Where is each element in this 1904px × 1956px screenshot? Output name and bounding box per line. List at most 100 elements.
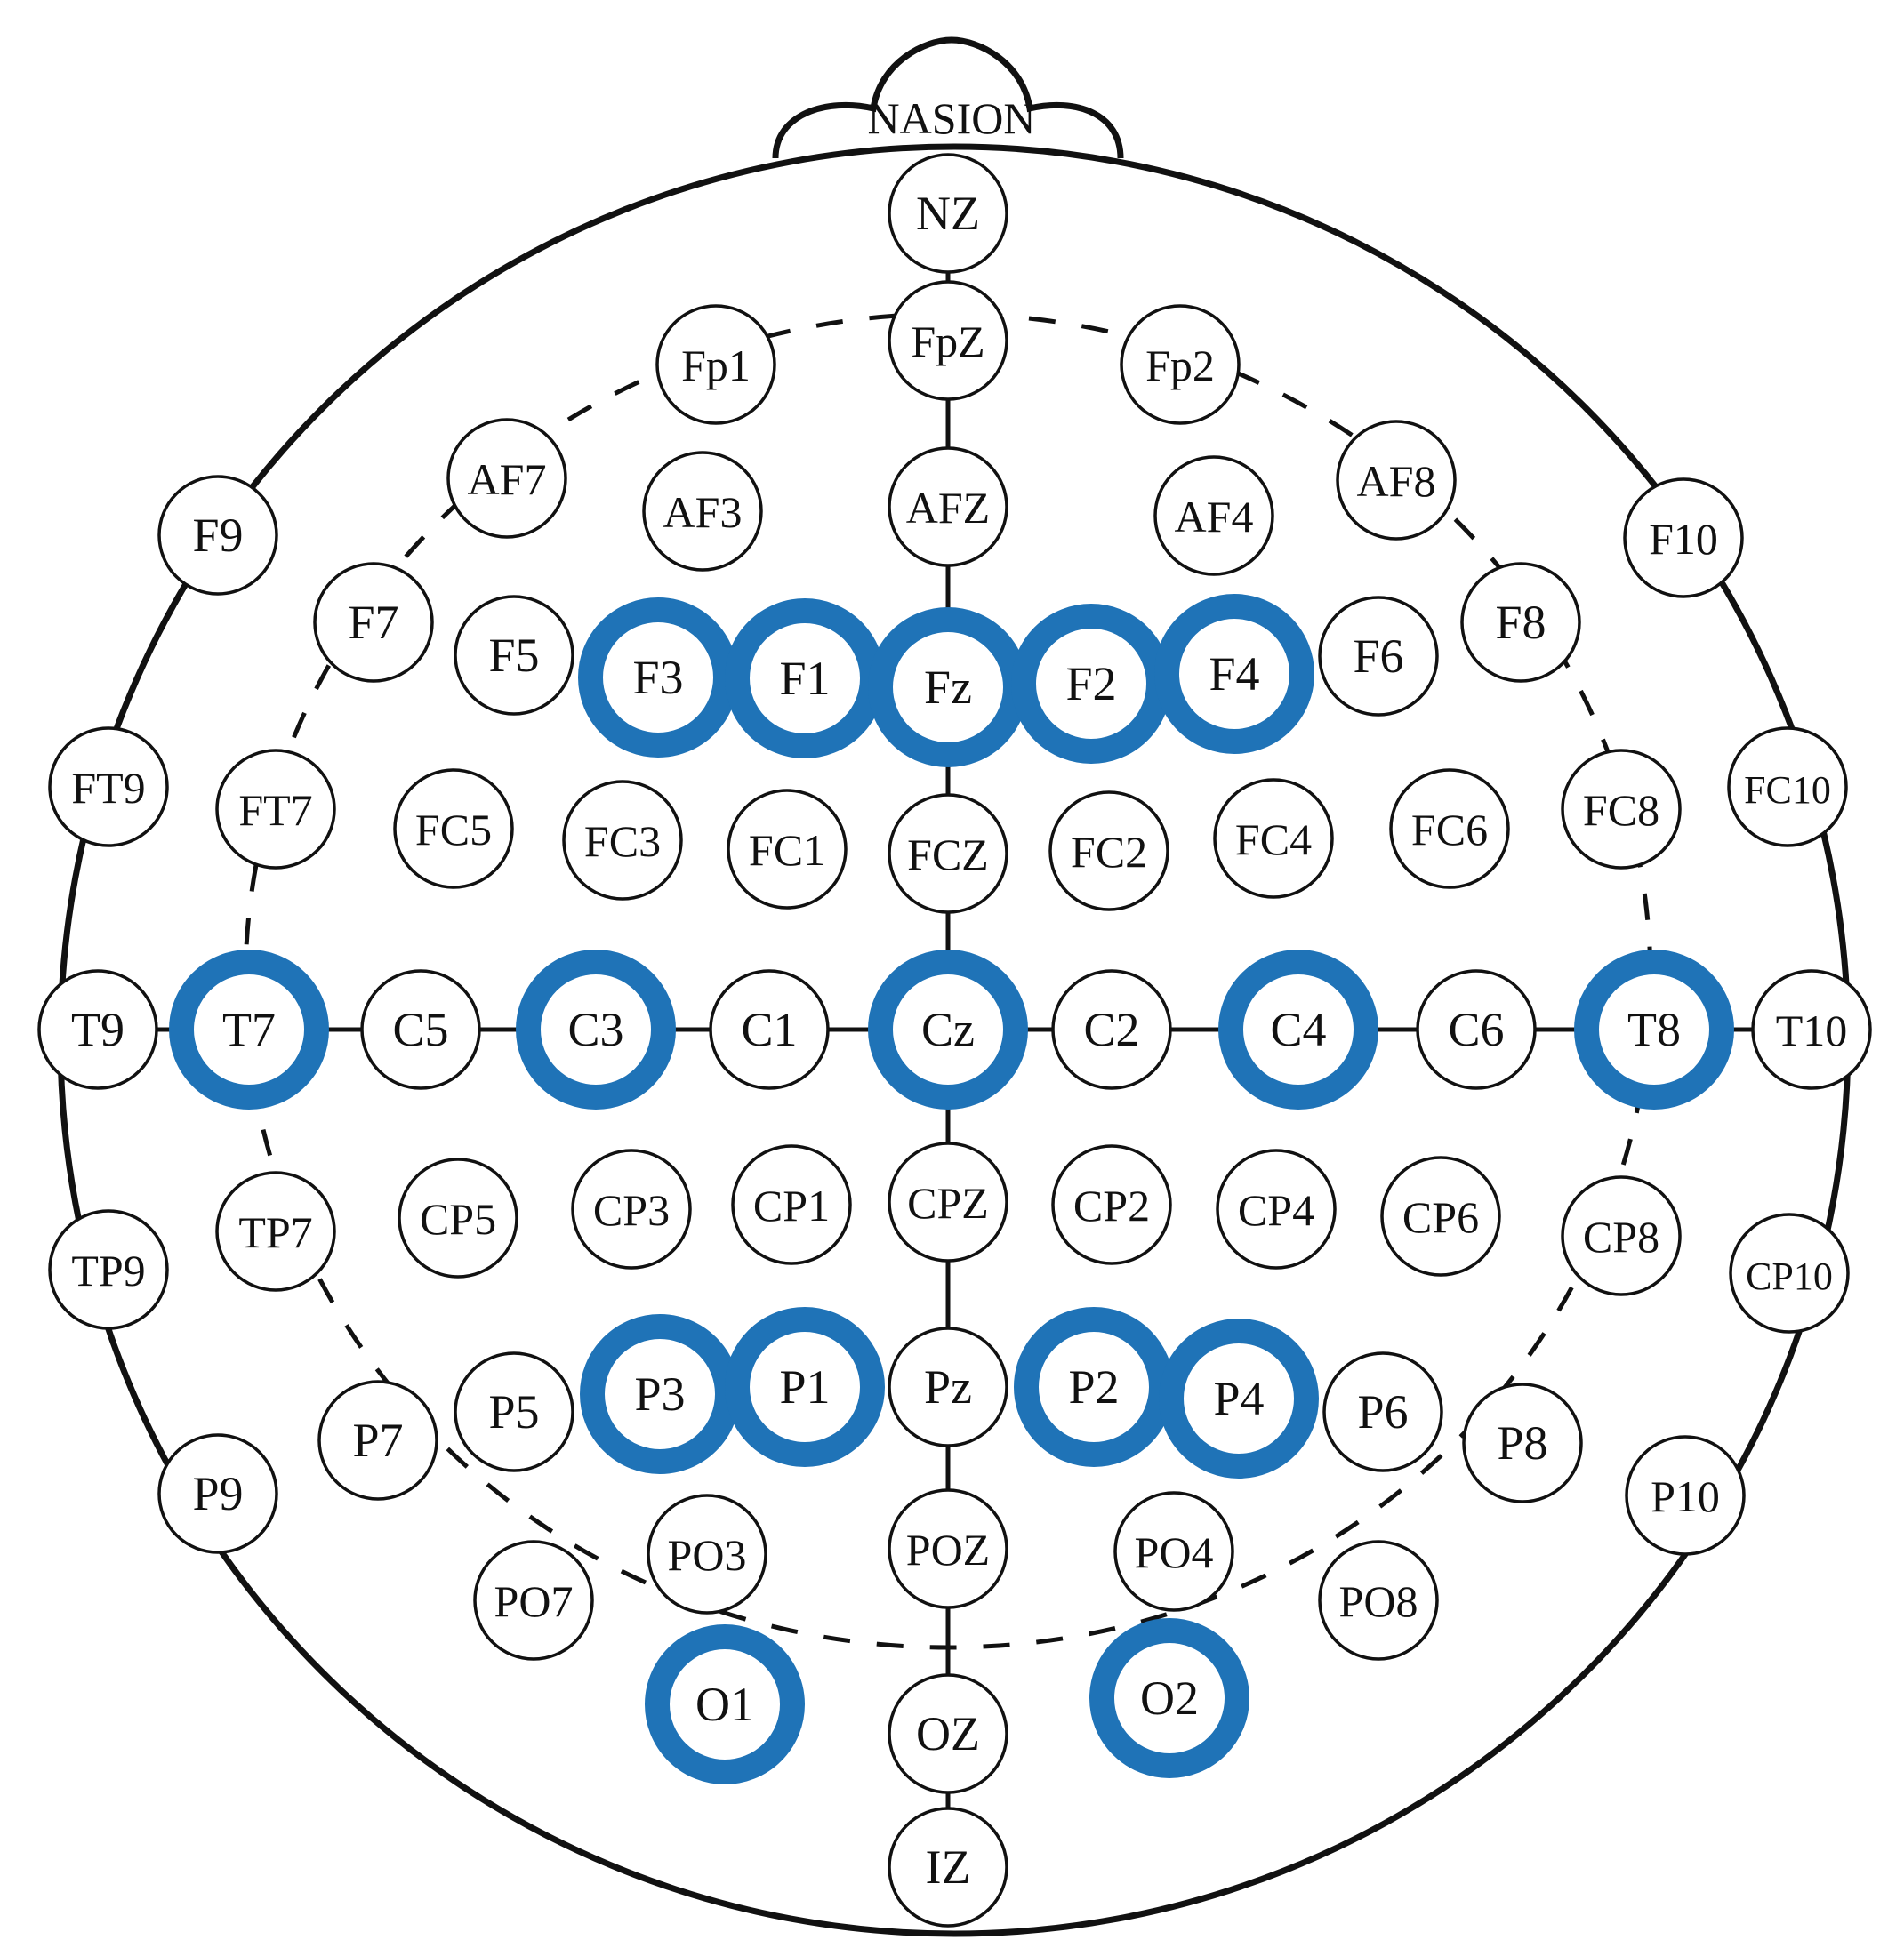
- electrode-c3: C3: [516, 950, 676, 1110]
- electrode-p9-label: P9: [192, 1467, 243, 1520]
- electrode-p9-circle: [157, 1433, 278, 1554]
- electrode-poz-label: POZ: [906, 1525, 990, 1575]
- electrode-fcz-circle: [888, 793, 1008, 914]
- electrode-f4: F4: [1154, 594, 1314, 754]
- electrode-p1-circle: [725, 1307, 885, 1467]
- electrode-t8-circle: [1574, 950, 1734, 1110]
- electrode-ft7-circle: [215, 749, 336, 870]
- electrode-cp6-circle: [1380, 1156, 1501, 1277]
- electrode-cp8-label: CP8: [1583, 1212, 1659, 1262]
- electrode-p8-label: P8: [1497, 1416, 1547, 1470]
- electrode-poz-circle: [888, 1488, 1008, 1609]
- electrode-tp9: TP9: [48, 1209, 169, 1330]
- electrode-fz-label: Fz: [924, 661, 972, 714]
- electrode-fc5: FC5: [393, 768, 514, 889]
- electrode-c2-label: C2: [1083, 1003, 1139, 1056]
- electrode-cp6: CP6: [1380, 1156, 1501, 1277]
- electrode-c3-label: C3: [567, 1003, 623, 1056]
- electrode-fc6: FC6: [1389, 768, 1510, 889]
- electrode-f5-label: F5: [488, 629, 539, 682]
- electrode-tp7: TP7: [215, 1171, 336, 1292]
- electrode-c6: C6: [1416, 969, 1537, 1090]
- electrode-ft7-label: FT7: [238, 785, 312, 835]
- electrode-f6-label: F6: [1353, 629, 1403, 683]
- electrode-f1-label: F1: [779, 652, 830, 705]
- electrode-t10-circle: [1751, 969, 1872, 1090]
- electrode-af7-label: AF7: [468, 454, 547, 504]
- electrode-p6-label: P6: [1357, 1385, 1408, 1439]
- electrode-af3-circle: [642, 451, 763, 572]
- electrode-ft9-circle: [48, 726, 169, 847]
- electrode-c2: C2: [1051, 969, 1172, 1090]
- electrode-af7-circle: [446, 418, 567, 539]
- electrode-c5-label: C5: [392, 1003, 448, 1056]
- electrode-iz: IZ: [888, 1807, 1008, 1928]
- electrode-c1-circle: [709, 969, 830, 1090]
- electrode-cp5-label: CP5: [420, 1194, 496, 1244]
- electrode-c4-circle: [1218, 950, 1378, 1110]
- electrode-fp2: Fp2: [1120, 304, 1241, 425]
- electrode-f4-circle: [1154, 594, 1314, 754]
- electrode-t9: T9: [37, 969, 158, 1090]
- electrode-f9: F9: [157, 475, 278, 596]
- electrode-fc2-circle: [1048, 790, 1169, 911]
- electrode-cp2: CP2: [1051, 1144, 1172, 1265]
- electrode-f6-circle: [1318, 596, 1439, 717]
- electrode-f7: F7: [313, 562, 434, 683]
- electrode-f10-circle: [1623, 477, 1744, 598]
- electrode-af4-label: AF4: [1175, 492, 1254, 541]
- electrode-fc5-circle: [393, 768, 514, 889]
- electrode-o1: O1: [645, 1624, 805, 1784]
- electrode-f9-circle: [157, 475, 278, 596]
- electrode-p4-circle: [1159, 1319, 1319, 1479]
- electrode-fp2-circle: [1120, 304, 1241, 425]
- electrode-cp2-circle: [1051, 1144, 1172, 1265]
- electrode-fc4-label: FC4: [1235, 814, 1312, 864]
- electrode-p6-circle: [1322, 1351, 1443, 1472]
- electrode-f5-circle: [454, 595, 574, 716]
- electrode-cp8: CP8: [1561, 1175, 1682, 1296]
- electrode-oz-circle: [888, 1673, 1008, 1794]
- electrode-po7: PO7: [473, 1540, 594, 1661]
- electrode-c1: C1: [709, 969, 830, 1090]
- electrode-fpz-label: FpZ: [911, 317, 984, 366]
- electrode-f9-label: F9: [192, 509, 243, 562]
- electrode-f7-label: F7: [348, 596, 398, 649]
- electrode-po8-label: PO8: [1339, 1576, 1418, 1626]
- electrode-cp4-circle: [1216, 1149, 1337, 1270]
- electrode-nz: NZ: [888, 153, 1008, 274]
- electrode-fp2-label: Fp2: [1145, 341, 1215, 390]
- electrode-cz-circle: [868, 950, 1028, 1110]
- electrode-p5-label: P5: [488, 1385, 539, 1439]
- electrode-cp6-label: CP6: [1402, 1192, 1479, 1242]
- electrode-p2-label: P2: [1068, 1360, 1119, 1414]
- electrode-fp1: Fp1: [655, 304, 776, 425]
- electrode-pz-circle: [888, 1327, 1008, 1447]
- electrode-po3-label: PO3: [668, 1530, 747, 1580]
- electrode-fc2: FC2: [1048, 790, 1169, 911]
- electrode-c2-circle: [1051, 969, 1172, 1090]
- electrode-af8-label: AF8: [1357, 456, 1436, 506]
- electrode-afz: AFZ: [888, 446, 1008, 567]
- electrode-cp3-label: CP3: [593, 1185, 670, 1235]
- electrode-t10: T10: [1751, 969, 1872, 1090]
- electrode-fpz: FpZ: [888, 280, 1008, 401]
- electrode-af3-label: AF3: [663, 487, 743, 537]
- electrode-fc6-circle: [1389, 768, 1510, 889]
- electrode-fc8-label: FC8: [1583, 785, 1659, 835]
- electrode-p10-circle: [1625, 1435, 1746, 1556]
- electrode-fc3-circle: [562, 780, 683, 901]
- electrode-f6: F6: [1318, 596, 1439, 717]
- electrode-ft9-label: FT9: [71, 763, 145, 813]
- electrode-p1-label: P1: [779, 1360, 830, 1414]
- electrode-fc1-label: FC1: [749, 825, 825, 875]
- electrode-af7: AF7: [446, 418, 567, 539]
- electrode-t8-label: T8: [1627, 1003, 1681, 1056]
- electrode-f8-circle: [1460, 562, 1581, 683]
- electrode-af8: AF8: [1336, 420, 1457, 541]
- electrode-fc10-circle: [1727, 726, 1848, 847]
- electrode-t10-label: T10: [1776, 1006, 1848, 1055]
- electrode-tp9-label: TP9: [71, 1246, 145, 1295]
- electrode-fz: Fz: [868, 607, 1028, 767]
